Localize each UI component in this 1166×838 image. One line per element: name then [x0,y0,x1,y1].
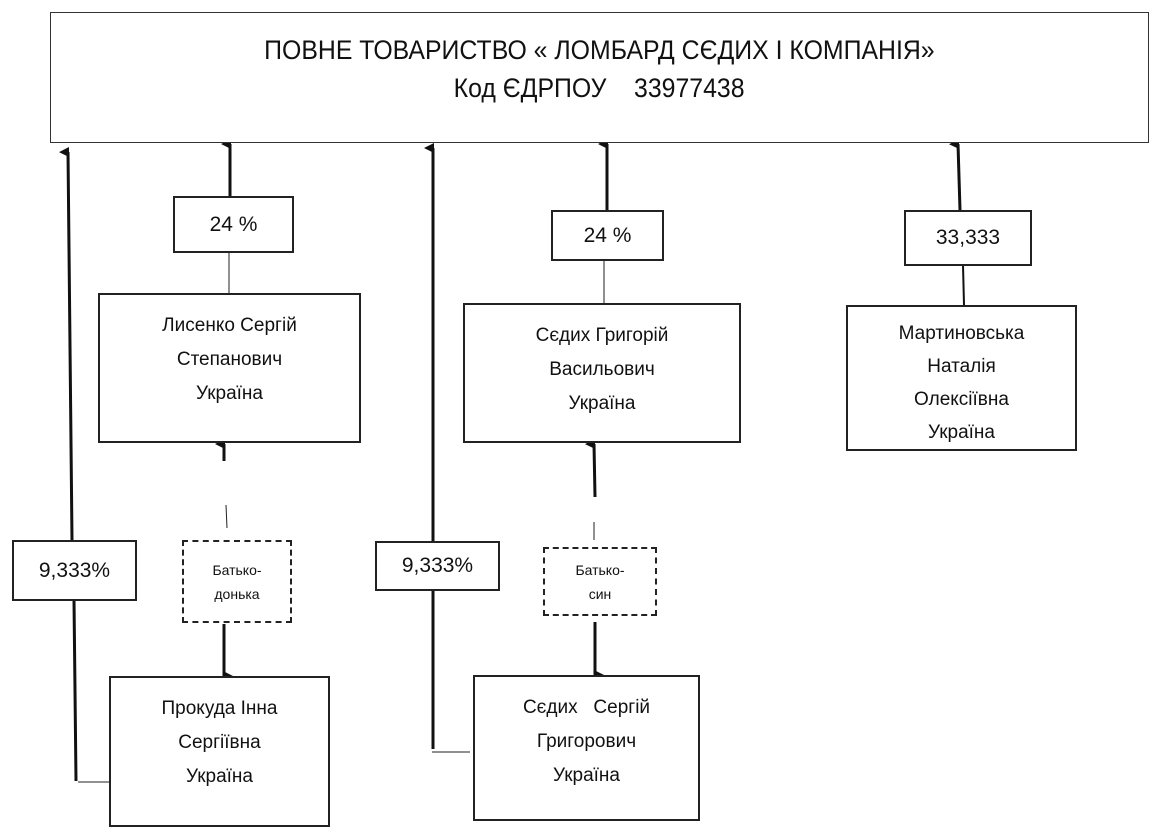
relation-box-father-son: Батько- син [543,547,657,616]
share-box-sedykh-hryhorii: 24 % [551,210,664,261]
arrow-relation-to-sedykh-hryhorii [585,438,597,498]
line-prokuda-share-down [72,599,78,782]
person-patronymic-line: Григорович [536,731,637,752]
share-value: 24 % [583,223,632,247]
person-name-line: Сєдих Сергій [522,697,651,718]
share-box-sedykh-serhii: 9,333% [375,541,500,591]
line-martynovska-to-share [962,264,965,306]
person-box-martynovska: Мартиновська Наталія Олексіївна Україна [846,305,1077,451]
share-value: 24 % [209,212,258,236]
person-country-line: Україна [568,393,636,414]
person-patronymic-line: Олексіївна [914,389,1009,410]
person-country-line: Україна [927,422,995,443]
relation-box-father-daughter: Батько- донька [182,540,292,623]
person-name-line: Прокуда Інна [161,698,278,719]
share-box-prokuda: 9,333% [12,540,137,601]
share-value: 9,333% [38,558,111,582]
share-value: 9,333% [401,554,474,577]
person-box-sedykh-serhii: Сєдих Сергій Григорович Україна [473,675,700,821]
person-name-line: Лисенко Сергій [162,315,297,336]
person-box-lysenko: Лисенко Сергій Степанович Україна [98,293,361,443]
person-name-line: Наталія [927,356,996,377]
person-patronymic-line: Сергіївна [178,732,261,753]
relation-line: Батько- [575,561,625,578]
company-title: ПОВНЕ ТОВАРИСТВО « ЛОМБАРД СЄДИХ І КОМПА… [264,35,935,65]
person-country-line: Україна [552,765,620,786]
relation-line: Батько- [212,561,262,578]
person-surname-line: Мартиновська [898,323,1025,344]
line-relation-dash-fd [225,504,228,529]
person-name-line: Сєдих Григорій [535,325,669,346]
person-country-line: Україна [185,766,253,787]
company-code: Код ЄДРПОУ 33977438 [454,73,745,103]
person-patronymic-line: Степанович [176,349,283,370]
share-box-lysenko: 24 % [173,196,294,253]
arrow-prokuda-share-to-company [59,146,74,541]
arrow-martynovska-share-to-company [949,138,962,211]
relation-line: син [588,585,612,602]
person-patronymic-line: Васильович [549,359,655,380]
person-box-sedykh-hryhorii: Сєдих Григорій Васильович Україна [463,303,741,443]
relation-line: донька [214,585,260,602]
company-box: ПОВНЕ ТОВАРИСТВО « ЛОМБАРД СЄДИХ І КОМПА… [50,12,1149,143]
share-value: 33,333 [935,226,1001,249]
person-box-prokuda: Прокуда Інна Сергіївна Україна [109,676,330,827]
share-box-martynovska: 33,333 [904,210,1032,266]
person-country-line: Україна [195,383,263,404]
